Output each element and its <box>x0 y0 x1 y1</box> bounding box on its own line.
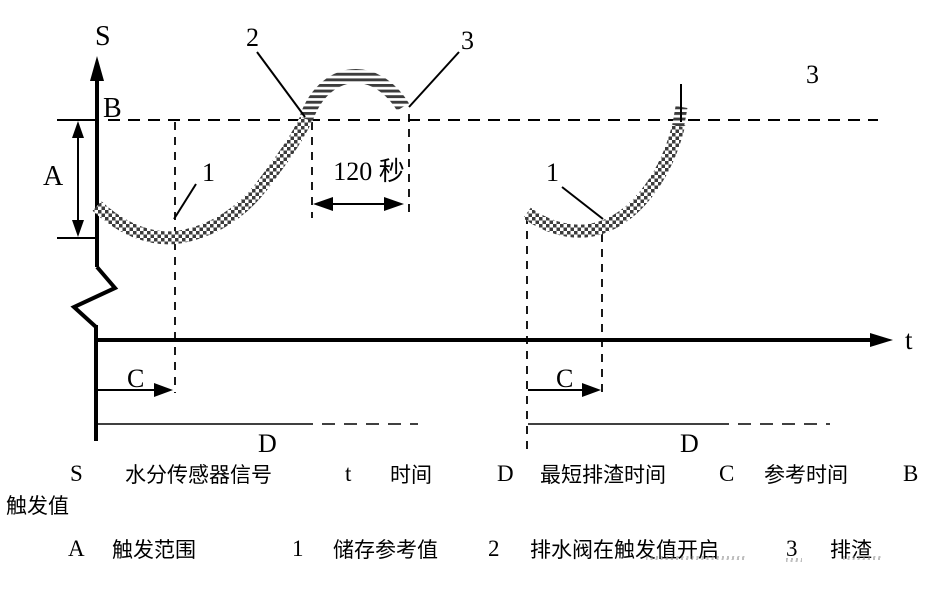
trigger-range-arrowhead-down-icon <box>72 220 84 237</box>
legend-s-value: 水分传感器信号 <box>125 463 272 487</box>
s-axis-arrowhead-icon <box>90 56 104 81</box>
trigger-range-arrowhead-up-icon <box>72 121 84 138</box>
duration-arrowhead-right-icon <box>384 197 404 211</box>
duration-label: 120 秒 <box>333 157 405 186</box>
signal-curve-2-below-trigger <box>523 122 686 238</box>
marker-1-first: 1 <box>202 158 215 187</box>
leader-ref1 <box>173 183 197 220</box>
legend-m1-value: 储存参考值 <box>333 538 438 562</box>
artifact-squiggle-1 <box>646 556 746 560</box>
marker-3-second: 3 <box>806 60 819 89</box>
legend-c-key: C <box>719 461 735 486</box>
legend-c-value: 参考时间 <box>764 463 848 487</box>
legend-m1-key: 1 <box>292 536 304 561</box>
legend-t-value: 时间 <box>390 463 432 487</box>
legend-a-key: A <box>68 536 85 561</box>
legend-a-value: 触发范围 <box>112 538 196 562</box>
legend-m2-key: 2 <box>488 536 500 561</box>
signal-curve-1-below-trigger <box>92 116 312 245</box>
s-axis-break-zigzag <box>70 265 119 329</box>
legend-d-value: 最短排渣时间 <box>540 463 666 487</box>
leader-valve-open <box>256 51 306 118</box>
marker-1-second: 1 <box>546 158 559 187</box>
ref-time-arrow-1-head-icon <box>154 383 173 397</box>
legend-d-key: D <box>497 461 514 486</box>
ref-time-arrow-2-head-icon <box>582 383 601 397</box>
trigger-range-label: A <box>43 161 64 192</box>
marker-2: 2 <box>246 23 259 52</box>
t-axis-arrowhead-icon <box>870 333 893 347</box>
legend-s-key: S <box>70 461 83 486</box>
s-axis-label: S <box>95 21 111 52</box>
signal-curve-1-discharge-hump <box>299 68 410 122</box>
legend-m3-key: 3 <box>786 536 798 561</box>
legend-t-key: t <box>345 461 352 486</box>
artifact-squiggle-3 <box>843 556 883 560</box>
duration-arrowhead-left-icon <box>313 197 333 211</box>
ref-time-label-1: C <box>127 364 144 393</box>
trigger-value-label: B <box>103 93 122 124</box>
legend-b-value: 触发值 <box>6 494 69 518</box>
signal-timing-diagram: S B A 1 2 3 120 秒 1 3 t C C D D <box>43 21 913 458</box>
marker-3-first: 3 <box>461 26 474 55</box>
legend-b-key: B <box>903 461 919 486</box>
leader-ref2 <box>561 186 604 220</box>
discharge-time-label-2: D <box>680 429 699 458</box>
artifact-squiggle-2 <box>786 558 802 562</box>
discharge-time-label-1: D <box>258 429 277 458</box>
leader-discharge-1 <box>408 51 460 108</box>
t-axis-label: t <box>905 325 913 355</box>
ref-time-label-2: C <box>556 364 573 393</box>
